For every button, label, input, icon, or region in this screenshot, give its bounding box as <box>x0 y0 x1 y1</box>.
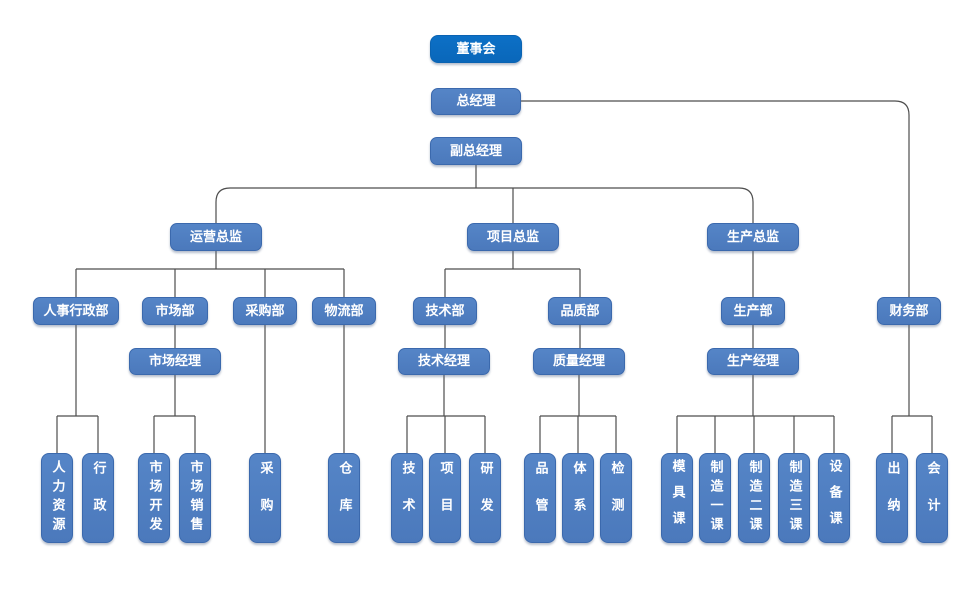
org-node-human-resources: 人力资源 <box>41 453 73 543</box>
org-node-label-equip-section: 设备课 <box>826 459 842 537</box>
org-node-label-prod-director: 生产总监 <box>726 229 779 245</box>
org-node-label-project: 项目 <box>437 461 453 535</box>
org-node-technology: 技术 <box>391 453 423 543</box>
org-node-market-dev: 市场开发 <box>138 453 170 543</box>
org-node-mold-section: 模具课 <box>661 453 693 543</box>
connector-project-director-to-depts <box>444 251 581 297</box>
org-node-hr-admin-dept: 人事行政部 <box>33 297 119 325</box>
org-node-label-market-manager: 市场经理 <box>148 354 201 369</box>
org-node-label-project-director: 项目总监 <box>486 229 539 245</box>
org-node-purchase-dept: 采购部 <box>233 297 297 325</box>
org-node-equip-section: 设备课 <box>818 453 850 543</box>
org-node-project-director: 项目总监 <box>467 223 559 251</box>
org-node-tech-dept: 技术部 <box>413 297 477 325</box>
connector-gm-to-finance-dept <box>521 100 910 297</box>
org-node-cashier: 出纳 <box>876 453 908 543</box>
connector-tech-manager-children <box>406 375 486 453</box>
org-node-label-quality-control: 品管 <box>532 461 548 535</box>
org-node-system: 体系 <box>562 453 594 543</box>
org-node-label-logistics-dept: 物流部 <box>324 303 364 319</box>
org-node-label-production-dept: 生产部 <box>733 303 773 319</box>
org-node-finance-dept: 财务部 <box>877 297 941 325</box>
org-node-label-technology: 技术 <box>399 461 415 535</box>
org-node-inspection: 检测 <box>600 453 632 543</box>
org-node-label-quality-manager: 质量经理 <box>552 354 605 369</box>
org-node-label-hr-admin-dept: 人事行政部 <box>43 303 109 319</box>
org-node-label-tech-manager: 技术经理 <box>417 354 470 369</box>
org-node-label-inspection: 检测 <box>608 461 624 535</box>
org-node-mfg-section-3: 制造三课 <box>778 453 810 543</box>
org-node-administration: 行政 <box>82 453 114 543</box>
org-node-quality-dept: 品质部 <box>548 297 612 325</box>
org-node-label-mfg-section-1: 制造一课 <box>707 460 723 536</box>
org-node-general-manager: 总经理 <box>431 88 521 115</box>
org-node-label-deputy-gm: 副总经理 <box>449 143 502 159</box>
org-node-rnd: 研发 <box>469 453 501 543</box>
org-node-quality-control: 品管 <box>524 453 556 543</box>
org-node-label-mfg-section-3: 制造三课 <box>786 460 802 536</box>
connector-prod-manager-children <box>676 375 835 453</box>
org-node-label-ops-director: 运营总监 <box>189 229 242 245</box>
connector-hr-admin-to-children <box>56 325 99 453</box>
org-node-label-cashier: 出纳 <box>884 461 900 535</box>
org-node-label-human-resources: 人力资源 <box>49 460 65 536</box>
org-node-quality-manager: 质量经理 <box>533 348 625 375</box>
connector-deputy-gm-to-directors <box>215 165 754 223</box>
org-node-prod-director: 生产总监 <box>707 223 799 251</box>
org-node-label-market-sales: 市场销售 <box>187 460 203 536</box>
org-node-label-general-manager: 总经理 <box>456 94 496 109</box>
org-node-label-accountant: 会计 <box>924 461 940 535</box>
org-node-mfg-section-1: 制造一课 <box>699 453 731 543</box>
org-node-label-purchase-dept: 采购部 <box>245 303 285 319</box>
org-node-ops-director: 运营总监 <box>170 223 262 251</box>
org-node-prod-manager: 生产经理 <box>707 348 799 375</box>
org-node-label-board: 董事会 <box>456 41 496 57</box>
org-node-label-warehouse: 仓库 <box>336 461 352 535</box>
connector-finance-dept-children <box>891 325 933 453</box>
connector-ops-director-to-depts <box>75 251 345 297</box>
org-node-market-sales: 市场销售 <box>179 453 211 543</box>
org-node-label-mold-section: 模具课 <box>669 459 685 537</box>
org-node-production-dept: 生产部 <box>721 297 785 325</box>
connector-quality-manager-children <box>539 375 617 453</box>
org-node-label-market-dept: 市场部 <box>155 303 195 319</box>
org-node-accountant: 会计 <box>916 453 948 543</box>
org-node-mfg-section-2: 制造二课 <box>738 453 770 543</box>
org-node-label-administration: 行政 <box>90 461 106 535</box>
org-node-label-system: 体系 <box>570 461 586 535</box>
connector-market-manager-children <box>153 375 196 453</box>
org-node-deputy-gm: 副总经理 <box>430 137 522 165</box>
org-node-purchasing: 采购 <box>249 453 281 543</box>
org-node-market-manager: 市场经理 <box>129 348 221 375</box>
org-node-label-finance-dept: 财务部 <box>889 303 929 319</box>
org-node-label-mfg-section-2: 制造二课 <box>746 460 762 536</box>
org-node-label-market-dev: 市场开发 <box>146 460 162 536</box>
org-node-label-rnd: 研发 <box>477 461 493 535</box>
org-node-tech-manager: 技术经理 <box>398 348 490 375</box>
org-node-label-quality-dept: 品质部 <box>560 303 600 319</box>
org-node-label-tech-dept: 技术部 <box>425 303 465 319</box>
org-node-label-prod-manager: 生产经理 <box>726 354 779 369</box>
org-node-label-purchasing: 采购 <box>257 461 273 535</box>
org-node-market-dept: 市场部 <box>142 297 208 325</box>
org-node-board: 董事会 <box>430 35 522 63</box>
org-node-warehouse: 仓库 <box>328 453 360 543</box>
org-node-project: 项目 <box>429 453 461 543</box>
org-node-logistics-dept: 物流部 <box>312 297 376 325</box>
